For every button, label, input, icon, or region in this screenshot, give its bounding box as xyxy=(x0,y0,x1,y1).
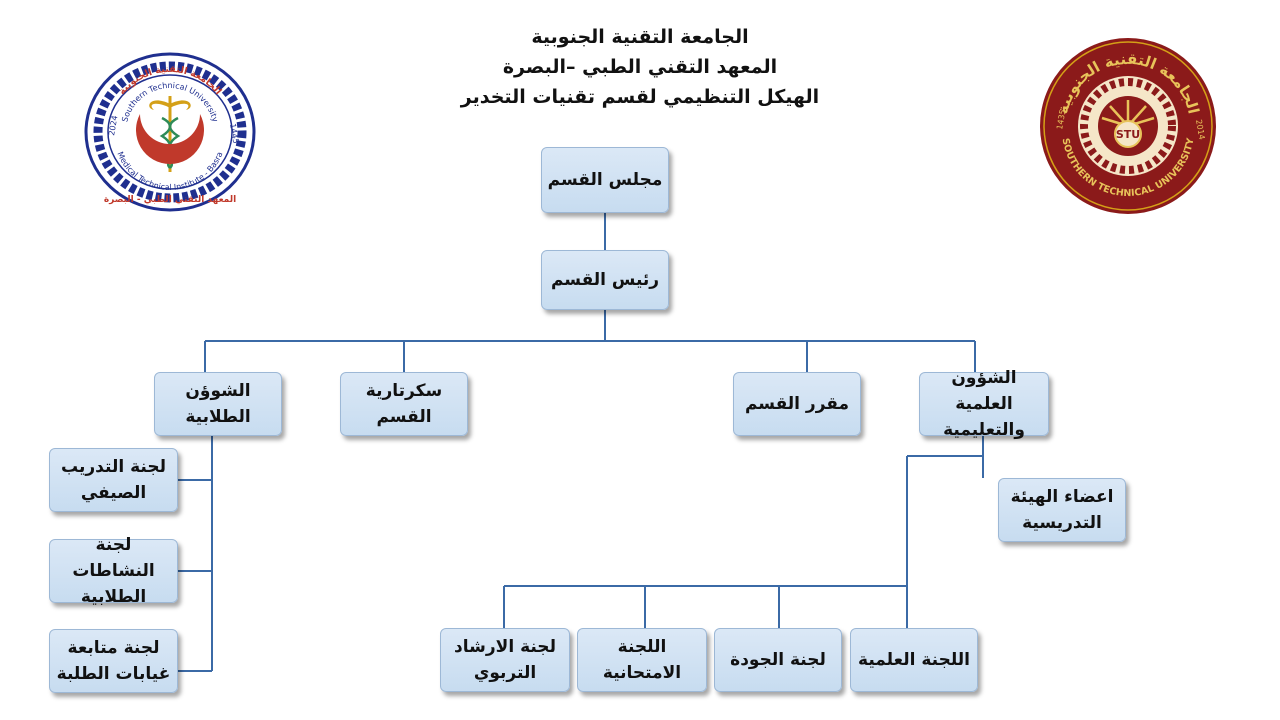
absence-followup-committee-box: لجنة متابعة غيابات الطلبة xyxy=(49,629,178,693)
institute-name: المعهد التقني الطبي –البصرة xyxy=(502,56,778,78)
department-council-box: مجلس القسم xyxy=(541,147,669,213)
department-head-box: رئيس القسم xyxy=(541,250,669,310)
institute-logo: الجامعة التقنية الجنوبية Southern Techni… xyxy=(84,52,256,212)
university-logo: الجامعة التقنية الجنوبية SOUTHERN TECHNI… xyxy=(1040,38,1216,214)
department-rapporteur-box: مقرر القسم xyxy=(733,372,861,436)
svg-text:1445: 1445 xyxy=(228,123,240,145)
svg-text:STU: STU xyxy=(1116,128,1140,141)
summer-training-committee-box: لجنة التدريب الصيفي xyxy=(49,448,178,512)
quality-committee-box: لجنة الجودة xyxy=(714,628,842,692)
exam-committee-box: اللجنة الامتحانية xyxy=(577,628,707,692)
scientific-committee-box: اللجنة العلمية xyxy=(850,628,978,692)
university-name: الجامعة التقنية الجنوبية xyxy=(531,26,749,48)
faculty-members-box: اعضاء الهيئة التدريسية xyxy=(998,478,1126,542)
svg-text:2014: 2014 xyxy=(1194,119,1206,141)
secretariat-box: سكرتارية القسم xyxy=(340,372,468,436)
guidance-committee-box: لجنة الارشاد التربوي xyxy=(440,628,570,692)
chart-title: الهيكل التنظيمي لقسم تقنيات التخدير xyxy=(460,86,820,108)
page-header: الجامعة التقنية الجنوبية المعهد التقني ا… xyxy=(390,22,890,112)
scientific-affairs-box: الشؤون العلمية والتعليمية xyxy=(919,368,1049,440)
student-activities-committee-box: لجنة النشاطات الطلابية xyxy=(49,535,178,607)
svg-text:المعهد التقني الطبي - البصرة: المعهد التقني الطبي - البصرة xyxy=(104,195,236,205)
svg-text:2024: 2024 xyxy=(107,115,119,137)
svg-text:1435: 1435 xyxy=(1055,109,1067,131)
student-affairs-box: الشوؤن الطلابية xyxy=(154,372,282,436)
